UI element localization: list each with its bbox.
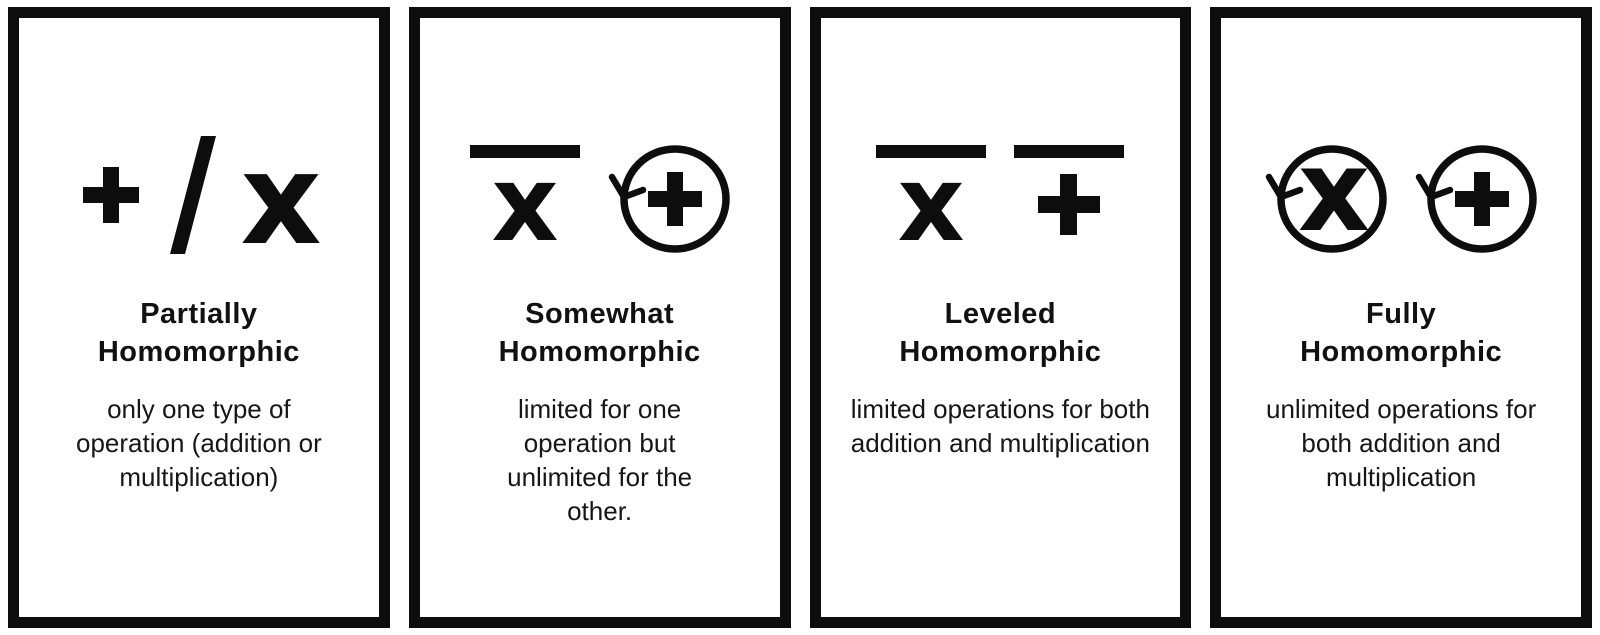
multiply-glyph: x	[898, 143, 965, 265]
plus-overbar-icon	[1014, 145, 1125, 235]
multiply-glyph: x	[1298, 127, 1370, 257]
card-title: Leveled Homomorphic	[899, 295, 1101, 371]
card-description: limited operations for both addition and…	[850, 394, 1150, 458]
card-somewhat-homomorphic: x Somewhat Homomorphic limited for one o…	[408, 7, 791, 628]
icon-row-fully: x	[1264, 127, 1538, 260]
card-description: limited for one operation but unlimited …	[507, 394, 693, 526]
multiply-glyph: x	[491, 143, 558, 265]
circled-multiply-arrow-icon: x	[1265, 127, 1387, 257]
slash-icon	[169, 136, 216, 254]
card-title: Partially Homomorphic	[98, 295, 300, 371]
multiply-overbar-icon: x	[876, 143, 987, 265]
multiply-overbar-icon: x	[469, 143, 580, 265]
plus-icon	[82, 167, 139, 223]
card-title: Fully Homomorphic	[1300, 295, 1502, 371]
card-title-line2: Homomorphic	[498, 336, 701, 368]
card-title-line1: Fully	[1366, 298, 1437, 330]
card-title-line1: Somewhat	[525, 298, 675, 330]
circled-plus-arrow-icon	[1415, 145, 1537, 253]
icon-row-partially: x	[78, 126, 322, 273]
card-title-line1: Partially	[140, 298, 258, 330]
circled-plus-arrow-icon	[608, 145, 730, 253]
card-title-line2: Homomorphic	[97, 336, 300, 368]
icon-row-leveled: x	[875, 130, 1125, 265]
multiply-glyph: x	[240, 126, 321, 273]
card-title: Somewhat Homomorphic	[499, 295, 701, 371]
card-leveled-homomorphic: x Leveled Homomorphic limited operations…	[809, 7, 1192, 628]
card-partially-homomorphic: x Partially Homomorphic only one type of…	[8, 7, 390, 628]
card-title-line2: Homomorphic	[1300, 336, 1503, 368]
icon-row-somewhat: x	[469, 130, 731, 265]
card-fully-homomorphic: x Fully Homomorphic unlimited operations…	[1210, 7, 1592, 628]
card-description: unlimited operations for both addition a…	[1265, 394, 1537, 492]
multiply-icon: x	[240, 126, 321, 273]
card-description: only one type of operation (addition or …	[76, 394, 322, 492]
card-title-line1: Leveled	[944, 298, 1057, 330]
card-title-line2: Homomorphic	[899, 336, 1102, 368]
